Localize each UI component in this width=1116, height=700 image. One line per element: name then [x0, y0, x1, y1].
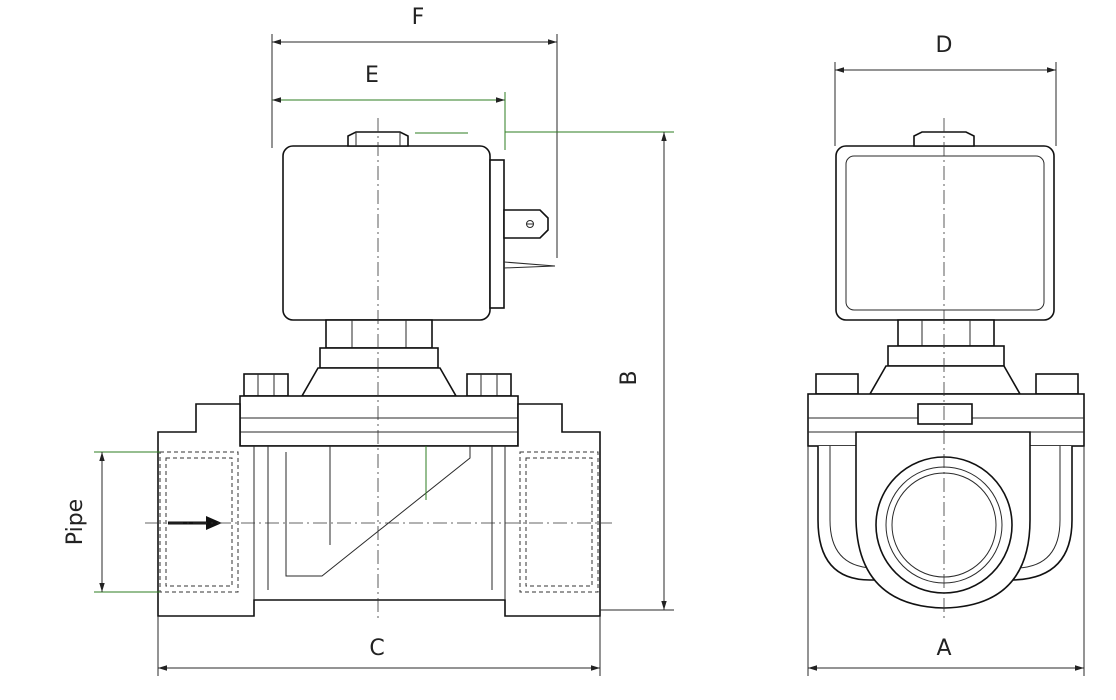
front-bolt-left [243, 373, 289, 397]
front-bolt-right [466, 373, 512, 397]
dimension-label-b: B [617, 370, 642, 385]
dimension-label-a: A [936, 636, 951, 661]
dimension-label-f: F [412, 5, 425, 30]
side-coil-nut [913, 131, 975, 147]
front-view [145, 118, 612, 620]
coil-terminal-connector [489, 159, 556, 309]
side-bolt-left [815, 373, 859, 395]
side-bonnet [868, 365, 1022, 395]
side-bolt-right [1035, 373, 1079, 395]
dimension-label-d: D [936, 33, 953, 58]
front-coil [282, 145, 491, 321]
dimension-label-pipe: Pipe [63, 499, 88, 545]
dimension-label-c: C [369, 636, 384, 661]
front-flange [239, 395, 519, 447]
front-bonnet [300, 367, 458, 397]
front-stem-nut [325, 319, 433, 349]
dimension-label-e: E [365, 63, 379, 88]
dimension-lines [94, 34, 1085, 676]
side-coil [835, 145, 1055, 321]
side-port-outer [875, 456, 1013, 594]
side-view [807, 118, 1085, 618]
